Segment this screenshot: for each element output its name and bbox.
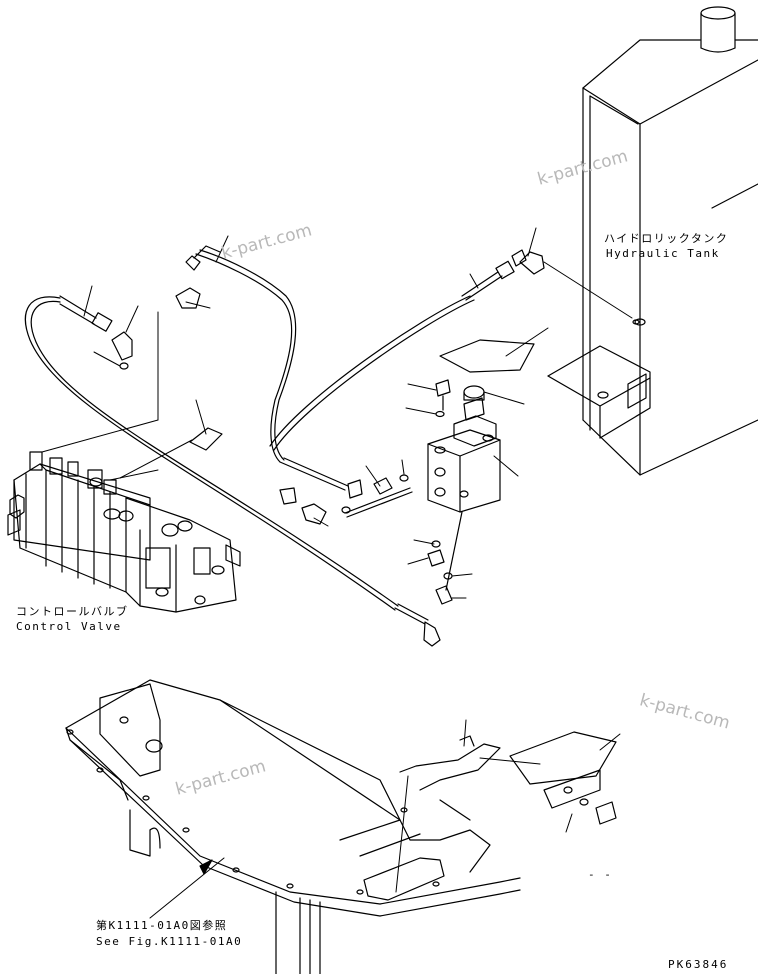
drawing-code: PK63846 <box>668 958 729 971</box>
fittings <box>59 245 640 605</box>
hydraulic-tank-label-jp: ハイドロリックタンク <box>604 232 729 245</box>
hydraulic-tank <box>547 6 758 476</box>
see-figure-label-en: See Fig.K1111-01A0 <box>96 935 243 948</box>
see-figure-label-jp: 第K1111-01A0図参照 <box>96 919 228 932</box>
control-valve-label-jp: コントロールバルブ <box>16 605 129 618</box>
dash-mark: - - <box>588 868 613 881</box>
frame <box>65 679 617 974</box>
leader-lines <box>41 227 633 919</box>
control-valve <box>7 451 241 613</box>
see-fig-arrow <box>199 859 213 875</box>
valve-block <box>427 339 535 591</box>
hoses <box>24 249 475 647</box>
hydraulic-tank-label-en: Hydraulic Tank <box>606 247 720 260</box>
control-valve-label-en: Control Valve <box>16 620 122 633</box>
